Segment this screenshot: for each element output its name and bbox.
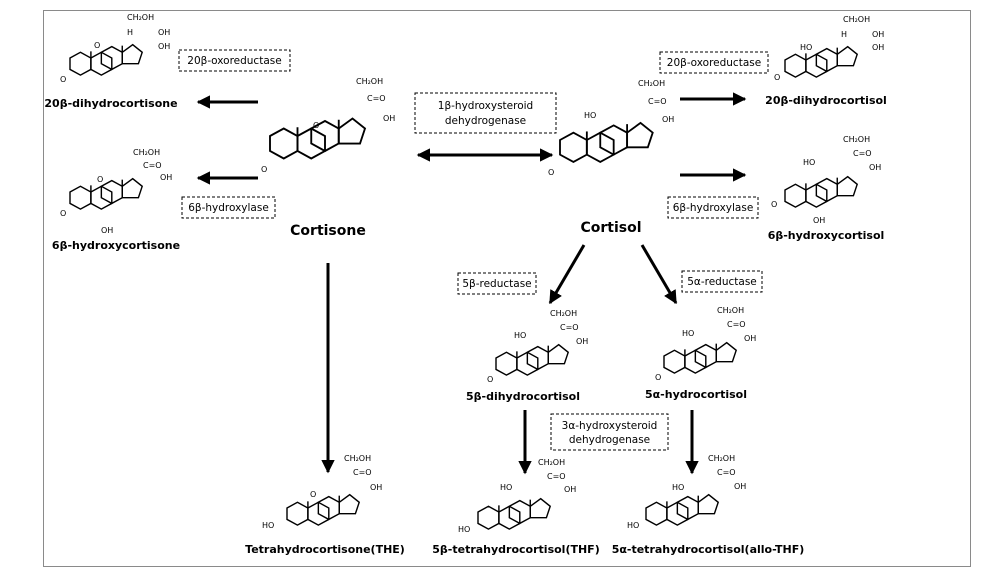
label-6b-hydroxycortisone: 6β-hydroxycortisone	[52, 239, 180, 252]
svg-text:O: O	[774, 73, 780, 82]
label-the: Tetrahydrocortisone(THE)	[245, 543, 405, 556]
svg-text:O: O	[771, 200, 777, 209]
arrow-cortisol-to-5a-hydrocortisol	[640, 244, 678, 305]
label-cortisol: Cortisol	[580, 220, 641, 236]
diagram-frame	[43, 10, 971, 567]
svg-text:OH: OH	[872, 30, 884, 39]
svg-text:O: O	[487, 375, 493, 384]
structure-the	[286, 493, 360, 526]
svg-text:OH: OH	[734, 482, 746, 491]
structure-20b-dihydrocortisone	[69, 43, 143, 76]
structure-allo-thf	[645, 493, 719, 526]
svg-text:O: O	[310, 490, 316, 499]
reaction-arrows	[196, 92, 747, 475]
svg-text:HO: HO	[458, 525, 470, 534]
label-allo-thf: 5α-tetrahydrocortisol(allo-THF)	[612, 543, 805, 556]
svg-text:CH₂OH: CH₂OH	[127, 13, 154, 22]
svg-text:HO: HO	[682, 329, 694, 338]
svg-text:C=O: C=O	[547, 472, 566, 481]
svg-text:H: H	[127, 28, 133, 37]
svg-text:O: O	[548, 168, 554, 177]
label-5b-dihydrocortisol: 5β-dihydrocortisol	[466, 390, 580, 403]
structure-cortisol	[559, 122, 654, 163]
svg-text:O: O	[60, 209, 66, 218]
svg-text:C=O: C=O	[143, 161, 162, 170]
svg-text:H: H	[841, 30, 847, 39]
enzyme-3a-hsd-line1: 3α-hydroxysteroid	[562, 420, 658, 432]
enzyme-labels: 20β-oxoreductase 6β-hydroxylase 1β-hydro…	[178, 49, 769, 451]
svg-text:CH₂OH: CH₂OH	[708, 454, 735, 463]
svg-text:OH: OH	[383, 114, 395, 123]
svg-text:HO: HO	[800, 43, 812, 52]
svg-text:OH: OH	[160, 173, 172, 182]
svg-text:CH₂OH: CH₂OH	[638, 79, 665, 88]
svg-text:OH: OH	[564, 485, 576, 494]
structure-5a-hydrocortisol	[663, 341, 737, 374]
svg-text:C=O: C=O	[648, 97, 667, 106]
svg-text:HO: HO	[803, 158, 815, 167]
svg-text:OH: OH	[158, 28, 170, 37]
structure-6b-hydroxycortisone	[69, 177, 143, 210]
structure-6b-hydroxycortisol	[784, 175, 858, 208]
svg-text:O: O	[655, 373, 661, 382]
svg-text:C=O: C=O	[853, 149, 872, 158]
svg-text:OH: OH	[869, 163, 881, 172]
svg-text:OH: OH	[576, 337, 588, 346]
svg-text:CH₂OH: CH₂OH	[843, 15, 870, 24]
svg-text:C=O: C=O	[367, 94, 386, 103]
enzyme-11b-hsd-line1: 1β-hydroxysteroid	[438, 100, 533, 112]
svg-text:O: O	[97, 175, 103, 184]
svg-text:HO: HO	[584, 111, 596, 120]
enzyme-5b-reductase: 5β-reductase	[462, 278, 531, 290]
svg-text:C=O: C=O	[560, 323, 579, 332]
label-20b-dihydrocortisone: 20β-dihydrocortisone	[44, 97, 177, 110]
enzyme-20b-oxoreductase-right: 20β-oxoreductase	[667, 57, 761, 69]
svg-text:OH: OH	[662, 115, 674, 124]
svg-text:C=O: C=O	[353, 468, 372, 477]
svg-text:CH₂OH: CH₂OH	[717, 306, 744, 315]
svg-text:CH₂OH: CH₂OH	[538, 458, 565, 467]
svg-text:OH: OH	[158, 42, 170, 51]
svg-text:HO: HO	[627, 521, 639, 530]
svg-text:HO: HO	[672, 483, 684, 492]
svg-text:OH: OH	[744, 334, 756, 343]
structure-20b-dihydrocortisol	[784, 45, 858, 78]
svg-text:CH₂OH: CH₂OH	[344, 454, 371, 463]
enzyme-5a-reductase: 5α-reductase	[687, 276, 757, 288]
svg-text:O: O	[261, 165, 267, 174]
structure-thf	[477, 497, 551, 530]
svg-text:CH₂OH: CH₂OH	[843, 135, 870, 144]
enzyme-3a-hsd-line2: dehydrogenase	[569, 434, 650, 446]
compound-labels: Cortisone Cortisol 20β-dihydrocortisone …	[44, 94, 886, 556]
svg-text:CH₂OH: CH₂OH	[356, 77, 383, 86]
svg-text:HO: HO	[500, 483, 512, 492]
label-cortisone: Cortisone	[290, 223, 366, 239]
enzyme-6b-hydroxylase-left: 6β-hydroxylase	[188, 202, 269, 214]
svg-text:CH₂OH: CH₂OH	[550, 309, 577, 318]
svg-text:OH: OH	[872, 43, 884, 52]
structure-5b-dihydrocortisol	[495, 343, 569, 376]
svg-text:HO: HO	[514, 331, 526, 340]
svg-text:HO: HO	[262, 521, 274, 530]
enzyme-6b-hydroxylase-right: 6β-hydroxylase	[673, 202, 754, 214]
svg-text:CH₂OH: CH₂OH	[133, 148, 160, 157]
arrow-cortisol-to-5b-dihydrocortisol	[548, 244, 586, 305]
substituents: CH₂OH C=O OH O O CH₂OH C=O OH HO O CH₂OH…	[60, 13, 884, 534]
label-thf: 5β-tetrahydrocortisol(THF)	[432, 543, 599, 556]
svg-text:O: O	[94, 41, 100, 50]
svg-text:OH: OH	[813, 216, 825, 225]
svg-text:OH: OH	[370, 483, 382, 492]
label-5a-hydrocortisol: 5α-hydrocortisol	[645, 388, 747, 401]
svg-text:OH: OH	[101, 226, 113, 235]
label-20b-dihydrocortisol: 20β-dihydrocortisol	[765, 94, 887, 107]
enzyme-20b-oxoreductase-left: 20β-oxoreductase	[187, 55, 281, 67]
svg-text:O: O	[60, 75, 66, 84]
svg-text:C=O: C=O	[727, 320, 746, 329]
svg-text:O: O	[313, 121, 319, 130]
label-6b-hydroxycortisol: 6β-hydroxycortisol	[768, 229, 885, 242]
svg-text:C=O: C=O	[717, 468, 736, 477]
enzyme-11b-hsd-line2: dehydrogenase	[445, 115, 526, 127]
